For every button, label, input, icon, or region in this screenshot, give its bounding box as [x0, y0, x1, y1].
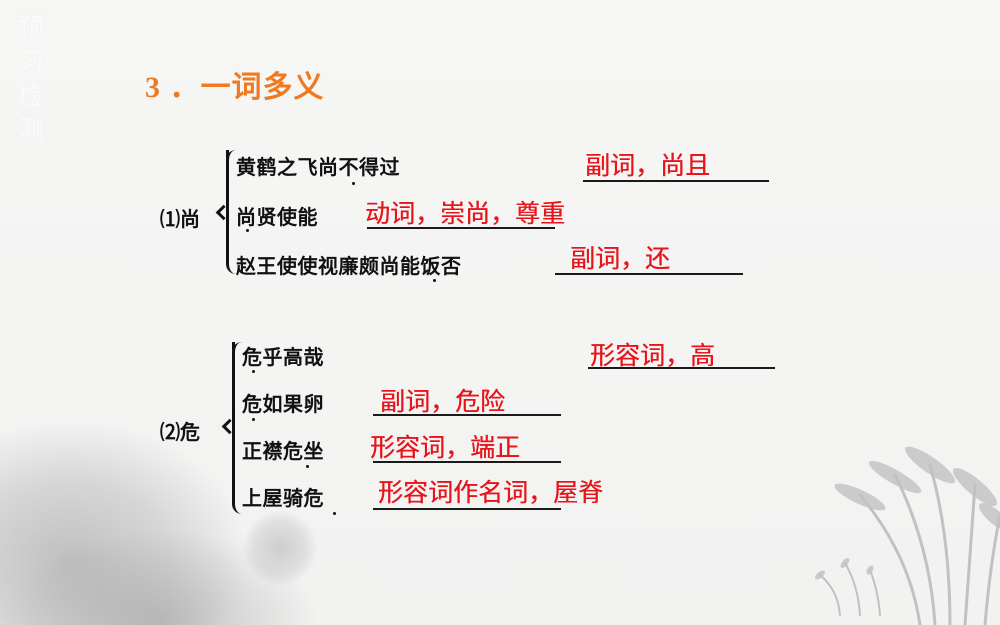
emphasis-dot [433, 279, 436, 282]
page-title: 3 ．一词多义 [145, 62, 325, 106]
reed-grass-decoration-icon [815, 446, 1000, 625]
answer-underline [588, 367, 775, 369]
emphasis-dot [352, 182, 355, 185]
title-number: 3 ． [145, 71, 201, 104]
brace-wei [232, 342, 243, 514]
section-tag-line1: 预 习 [18, 14, 67, 78]
sentence-shang-1: 黄鹤之飞尚不得过 [236, 155, 400, 179]
answer-shang-3: 副词，还 [570, 244, 671, 273]
sentence-wei-3: 正襟危坐 [242, 439, 324, 463]
answer-underline [555, 273, 743, 275]
answer-wei-2: 副词，危险 [380, 387, 506, 416]
emphasis-dot [333, 512, 336, 515]
emphasis-dot [252, 418, 255, 421]
answer-underline [373, 461, 561, 463]
answer-wei-1: 形容词，高 [590, 341, 716, 370]
answer-shang-1: 副词，尚且 [585, 151, 711, 180]
section-tag: 预 习 检 测 [18, 12, 98, 148]
sentence-shang-2: 尚贤使能 [236, 205, 318, 229]
answer-underline [373, 508, 561, 510]
group-label-wei: ⑵危 [160, 420, 200, 444]
emphasis-dot [306, 465, 309, 468]
sentence-wei-2: 危如果卵 [242, 392, 324, 416]
answer-underline [583, 180, 769, 182]
title-text: 一词多义 [200, 70, 325, 105]
sentence-wei-1: 危乎高哉 [242, 345, 324, 369]
answer-underline [367, 227, 555, 229]
sentence-wei-4: 上屋骑危 [242, 486, 324, 510]
answer-wei-4: 形容词作名词，屋脊 [378, 478, 604, 507]
answer-wei-3: 形容词，端正 [370, 433, 521, 462]
answer-shang-2: 动词，崇尚，尊重 [365, 199, 566, 228]
group-label-shang: ⑴尚 [160, 207, 200, 231]
section-tag-line2: 检 测 [18, 82, 67, 146]
sentence-shang-3: 赵王使使视廉颇尚能饭否 [236, 254, 462, 278]
answer-underline [373, 414, 561, 416]
emphasis-dot [246, 229, 249, 232]
emphasis-dot [252, 370, 255, 373]
brace-shang [226, 150, 237, 274]
